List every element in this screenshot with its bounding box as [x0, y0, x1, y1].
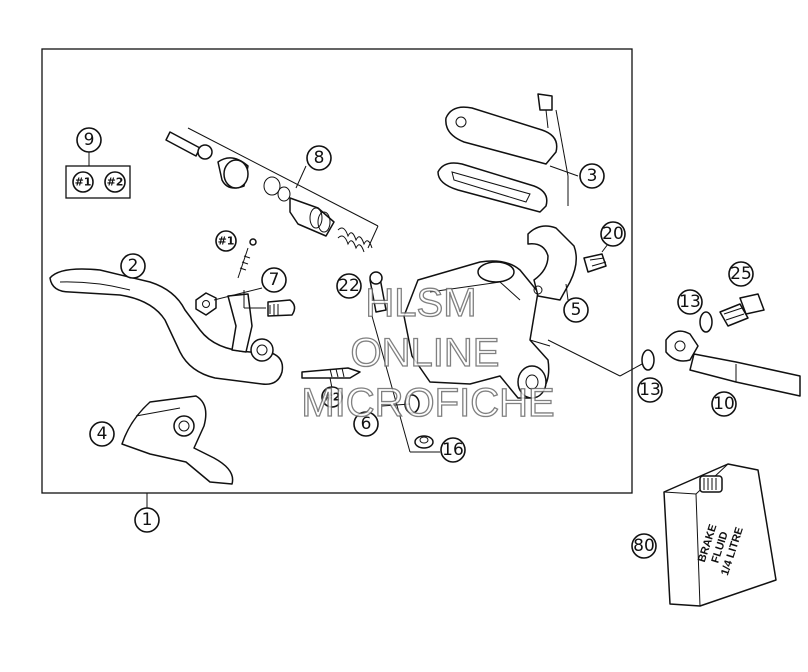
- svg-text:80: 80: [633, 536, 655, 556]
- svg-text:#1: #1: [75, 176, 92, 189]
- callout-8[interactable]: 8: [306, 145, 332, 171]
- piston-kit: [165, 127, 379, 253]
- handlebar-clamp: [527, 225, 577, 301]
- kit-ref-1[interactable]: #1: [72, 171, 94, 193]
- clamp-bolt: [583, 243, 609, 273]
- svg-text:22: 22: [338, 276, 360, 296]
- svg-text:20: 20: [602, 224, 624, 244]
- callout-9[interactable]: 9: [76, 127, 102, 153]
- callout-4[interactable]: 4: [89, 421, 115, 447]
- banjo-parts: [371, 315, 440, 453]
- master-cylinder-body: [403, 260, 621, 399]
- lever-pivot-screw: [237, 238, 257, 279]
- watermark-line1: HLSM: [365, 281, 476, 325]
- svg-text:13: 13: [639, 380, 661, 400]
- callout-10[interactable]: 10: [711, 391, 737, 417]
- watermark-line2: ONLINE: [351, 331, 500, 375]
- callout-80[interactable]: 80: [631, 533, 657, 559]
- watermark: HLSM ONLINE MICROFICHE: [301, 280, 556, 425]
- callout-1[interactable]: 1: [134, 507, 160, 533]
- part6-leader: [381, 403, 411, 407]
- svg-text:9: 9: [84, 130, 95, 150]
- svg-text:1: 1: [142, 510, 153, 530]
- pin-kit-ref-2[interactable]: #2: [321, 386, 343, 408]
- callout-13-lower[interactable]: 13: [637, 377, 663, 403]
- svg-text:13: 13: [679, 292, 701, 312]
- callout-2[interactable]: 2: [120, 253, 146, 279]
- svg-text:3: 3: [587, 166, 598, 186]
- callout-5[interactable]: 5: [563, 297, 589, 323]
- callout-3[interactable]: 3: [579, 163, 605, 189]
- lever-boot: [121, 395, 234, 485]
- svg-text:6: 6: [361, 414, 372, 434]
- svg-text:7: 7: [269, 270, 280, 290]
- callout-25[interactable]: 25: [728, 261, 754, 287]
- callout-7[interactable]: 7: [261, 267, 287, 293]
- svg-text:5: 5: [571, 300, 582, 320]
- callout-13-upper[interactable]: 13: [677, 289, 703, 315]
- svg-text:#2: #2: [107, 176, 124, 189]
- svg-text:16: 16: [442, 440, 464, 460]
- callout-20[interactable]: 20: [600, 221, 626, 247]
- svg-text:25: 25: [730, 264, 752, 284]
- svg-text:8: 8: [314, 148, 325, 168]
- brake-fluid-bottle: BRAKE FLUID 1/4 LITRE: [663, 463, 777, 607]
- kit-ref-2[interactable]: #2: [104, 171, 126, 193]
- watermark-line3: MICROFICHE: [301, 381, 554, 425]
- pivot-pin: [301, 367, 361, 389]
- adjuster-parts: [195, 287, 296, 317]
- reservoir-cover: [437, 93, 579, 213]
- assembly-frame: [41, 48, 633, 494]
- svg-text:#1: #1: [218, 235, 235, 248]
- callout-6[interactable]: 6: [353, 411, 379, 437]
- hose-assembly: [619, 293, 801, 397]
- callout-16[interactable]: 16: [440, 437, 466, 463]
- brake-lever: [49, 268, 284, 385]
- svg-text:4: 4: [97, 424, 108, 444]
- svg-text:2: 2: [128, 256, 139, 276]
- svg-text:#2: #2: [324, 391, 341, 404]
- bleeder-screw: [369, 271, 387, 313]
- callout-22[interactable]: 22: [336, 273, 362, 299]
- lever-kit-ref-1[interactable]: #1: [215, 230, 237, 252]
- svg-text:10: 10: [713, 394, 735, 414]
